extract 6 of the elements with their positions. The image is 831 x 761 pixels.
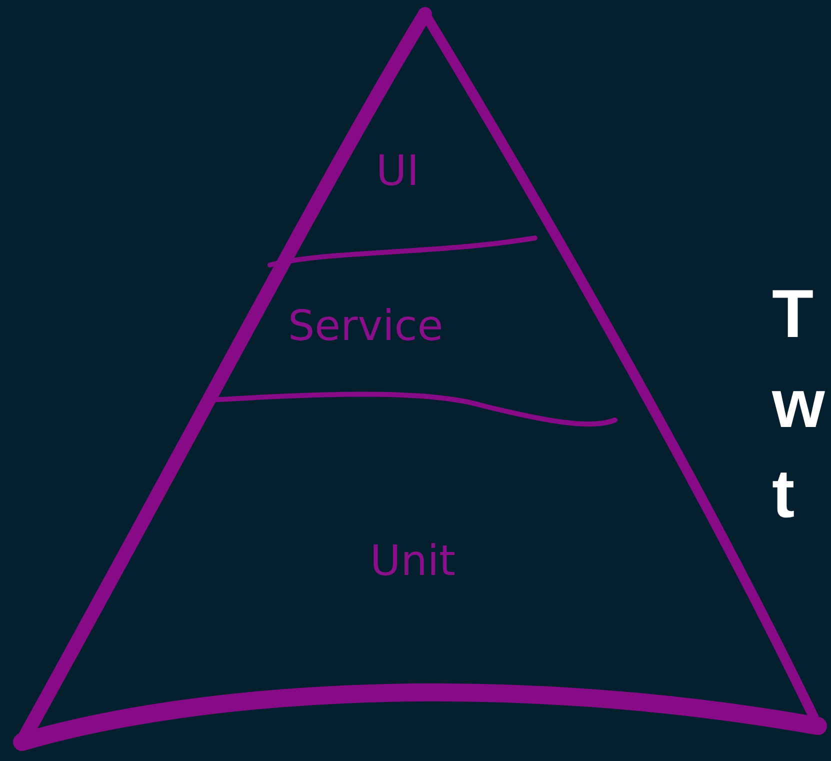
tier-label: Unit xyxy=(370,540,456,582)
cut-off-text: w xyxy=(772,370,825,438)
tier-label: Service xyxy=(288,305,444,347)
cut-off-text: t xyxy=(772,460,795,528)
cut-off-text: T xyxy=(772,280,814,348)
tier-label: UI xyxy=(376,150,420,192)
